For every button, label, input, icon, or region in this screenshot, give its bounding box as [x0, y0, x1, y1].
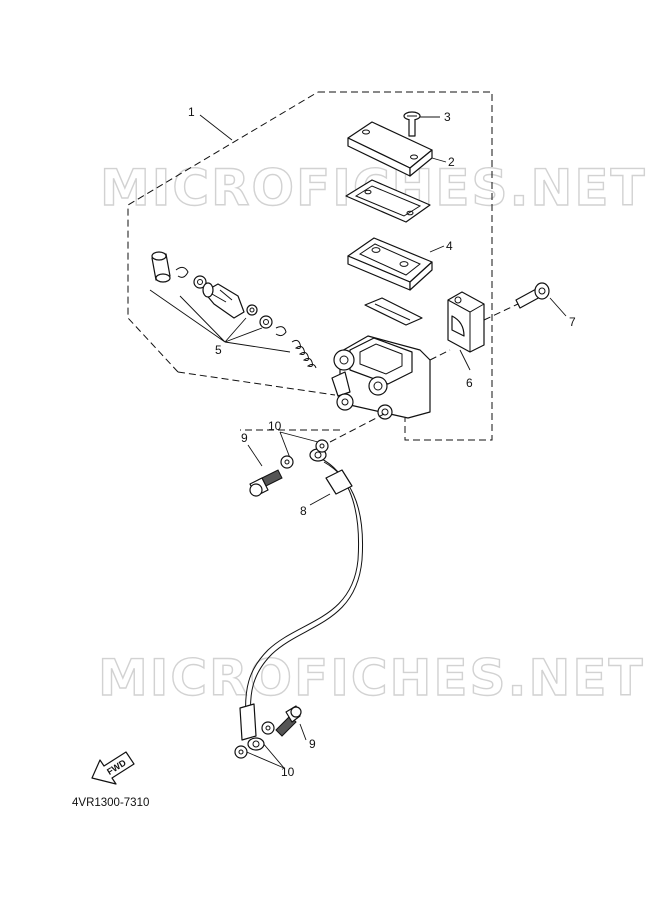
- leader-1: [199, 114, 233, 141]
- washers-bottom: [234, 721, 275, 759]
- clamp-bolt: [515, 282, 550, 309]
- callout-6: 6: [466, 376, 473, 390]
- callout-10-top: 10: [268, 419, 282, 433]
- callout-2: 2: [448, 155, 455, 169]
- leader-4: [429, 245, 445, 253]
- leader-8: [309, 493, 331, 506]
- leader-10-top: [279, 431, 319, 459]
- callout-5: 5: [215, 343, 222, 357]
- leader-6: [459, 349, 471, 371]
- banjo-bolt-top: [249, 469, 283, 497]
- piston-kit: [151, 251, 317, 369]
- brake-hose: [239, 448, 364, 751]
- leader-10-bottom: [241, 741, 285, 769]
- leader-7: [549, 297, 567, 317]
- diagram-code: 4VR1300-7310: [72, 797, 149, 809]
- callout-1: 1: [188, 105, 195, 119]
- banjo-bolt-bottom: [275, 705, 302, 737]
- reservoir-cap: [347, 121, 433, 177]
- callout-9-top: 9: [241, 431, 248, 445]
- holder-clamp: [447, 291, 485, 353]
- callout-3: 3: [444, 110, 451, 124]
- forward-arrow-icon: FWD: [91, 751, 135, 785]
- callout-8: 8: [300, 504, 307, 518]
- leader-9-top: [247, 444, 263, 467]
- master-cylinder-body: [331, 335, 431, 420]
- callout-10-bottom: 10: [281, 765, 295, 779]
- gasket: [364, 297, 423, 326]
- callout-7: 7: [569, 315, 576, 329]
- leader-5: [149, 289, 291, 353]
- washers-top: [280, 439, 329, 469]
- leader-2: [431, 157, 447, 163]
- leader-9-bottom: [299, 723, 307, 741]
- cap-screw: [403, 111, 421, 137]
- reservoir-plate: [345, 179, 431, 223]
- callout-4: 4: [446, 239, 453, 253]
- assembly-boundary: [127, 91, 493, 441]
- diaphragm: [347, 237, 433, 291]
- watermark-bottom: MICROFICHES.NET: [98, 649, 645, 707]
- callout-9-bottom: 9: [309, 737, 316, 751]
